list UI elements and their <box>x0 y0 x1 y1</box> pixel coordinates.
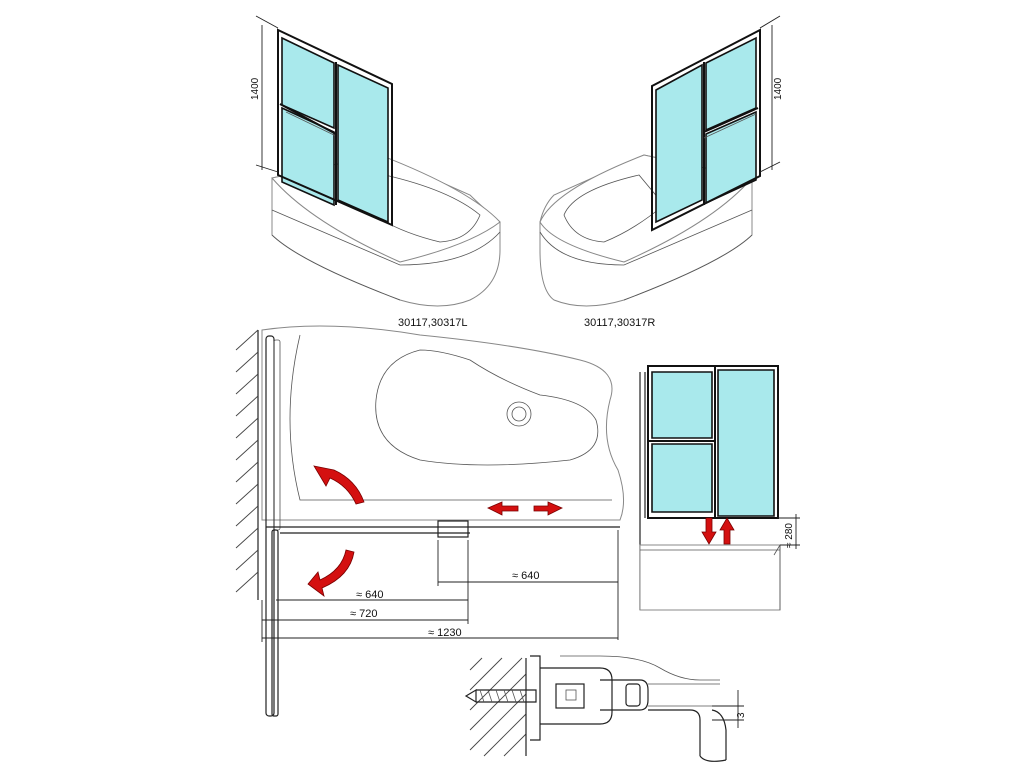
swing-arrow-in <box>313 465 365 505</box>
dim-slide-width: ≈ 640 <box>356 589 383 601</box>
height-dimension-right: 1400 <box>773 77 784 100</box>
iso-view-right: 1400 <box>539 15 784 307</box>
dim-gap: 3 <box>736 712 747 718</box>
dim-raise: ≈ 280 <box>784 523 795 548</box>
plan-view: ≈ 640 ≈ 640 ≈ 720 ≈ 1230 <box>235 325 624 717</box>
front-glass-lower <box>651 443 713 513</box>
glass-panel-lower-right <box>705 110 757 205</box>
dim-720: ≈ 720 <box>350 608 377 620</box>
model-caption-right: 30117,30317R <box>584 317 655 329</box>
glass-panel-slide-left <box>337 63 389 224</box>
model-caption-left: 30117,30317L <box>398 317 468 329</box>
dim-panel-width: ≈ 640 <box>512 570 539 582</box>
swing-arrow-out <box>307 549 355 597</box>
slide-arrow-left <box>487 501 519 516</box>
glass-panel-upper-left <box>281 36 335 130</box>
lift-arrow-down <box>701 517 717 545</box>
detail-view: 3 <box>464 655 747 762</box>
front-view: ≈ 280 <box>639 365 800 611</box>
slide-arrow-right <box>533 501 563 516</box>
iso-view-left: 1400 <box>250 15 501 307</box>
front-glass-upper <box>651 371 713 439</box>
lift-arrow-up <box>719 517 735 545</box>
wall-hatch <box>235 329 259 593</box>
dim-total-width: ≈ 1230 <box>428 627 462 639</box>
detail-wall-hatch <box>469 657 527 757</box>
front-glass-slide <box>717 369 775 517</box>
glass-panel-slide-right <box>655 63 703 224</box>
height-dimension-left: 1400 <box>250 77 261 100</box>
